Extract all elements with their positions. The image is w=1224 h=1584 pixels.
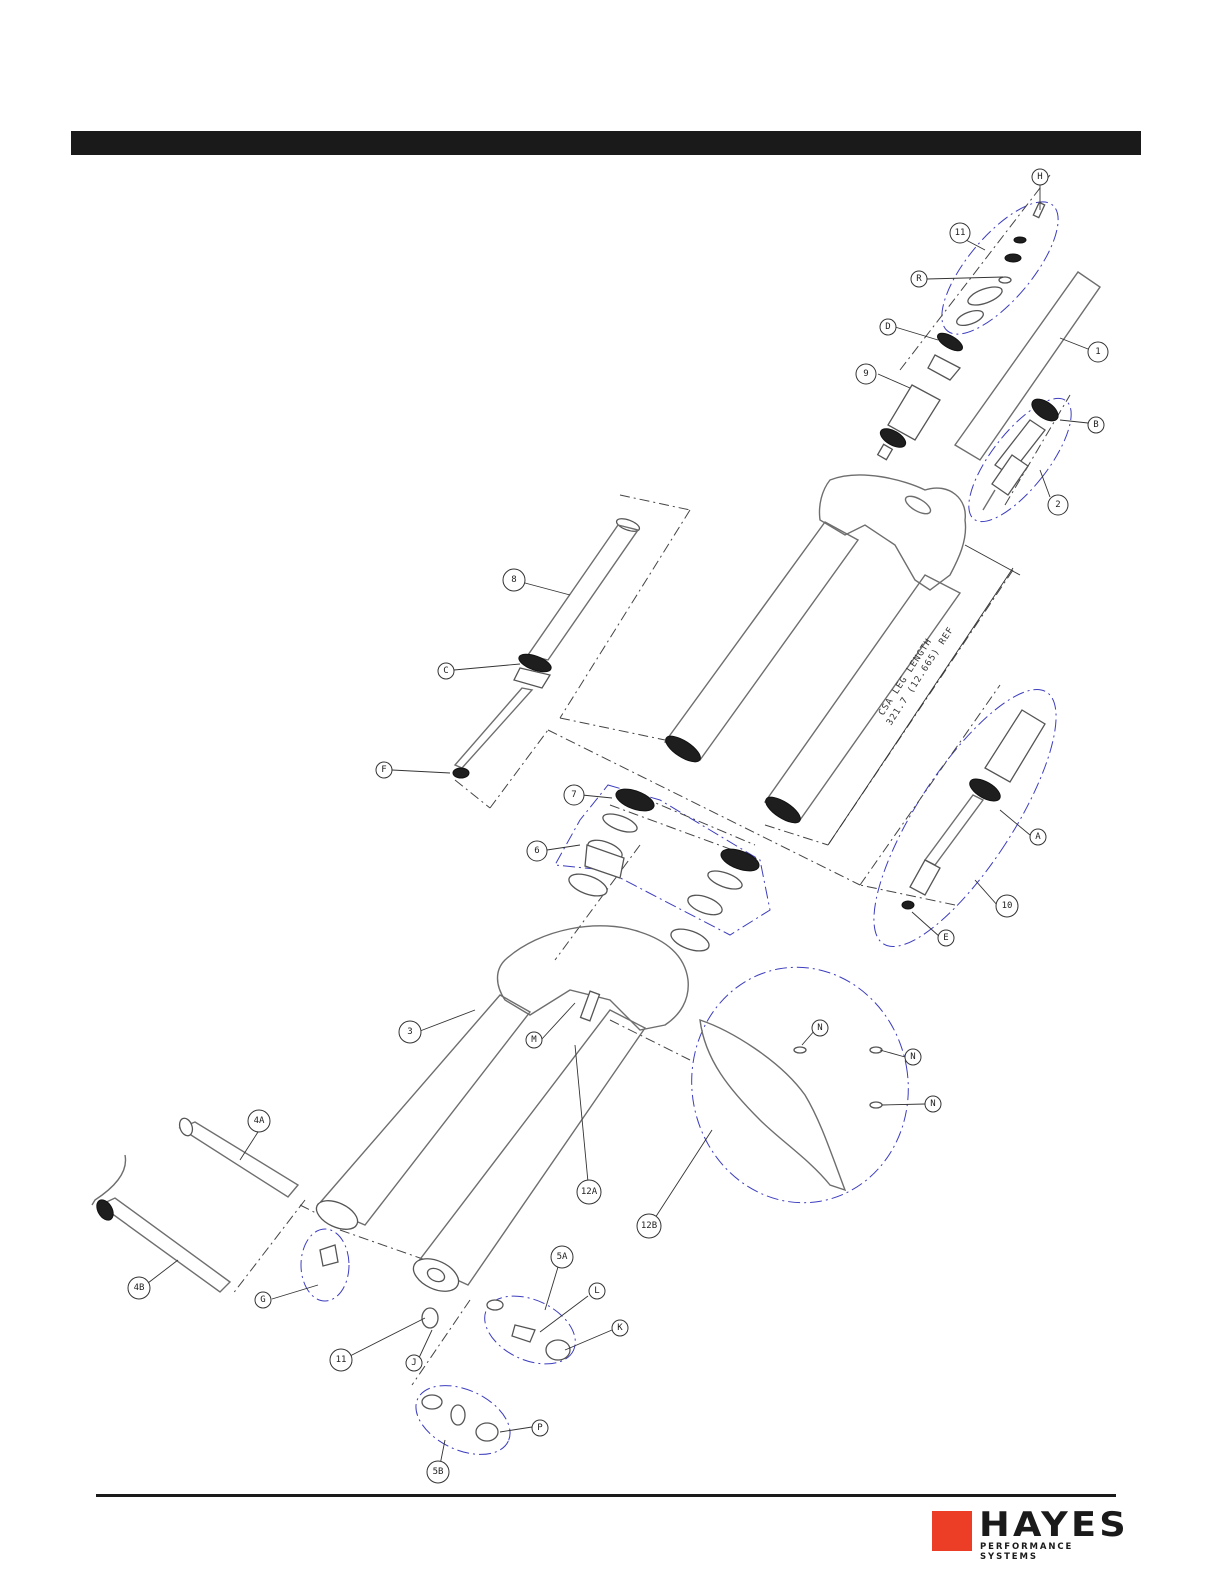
svg-text:E: E [943, 933, 948, 943]
svg-text:2: 2 [1055, 500, 1060, 510]
svg-text:12B: 12B [641, 1221, 657, 1231]
air-spring-assembly [983, 395, 1062, 510]
svg-text:D: D [885, 322, 890, 332]
svg-text:7: 7 [571, 790, 576, 800]
top-cap-assembly [955, 202, 1045, 328]
arch-guard-assembly [581, 991, 882, 1190]
hayes-logo: HAYES PERFORMANCE SYSTEMS [932, 1511, 1122, 1561]
callout-g: G [255, 1292, 271, 1308]
callout-5b: 5B [427, 1461, 449, 1483]
lower-legs [312, 926, 688, 1298]
callout-12b: 12B [637, 1214, 661, 1238]
damper-cartridge [877, 330, 965, 460]
svg-text:6: 6 [534, 846, 539, 856]
svg-text:P: P [537, 1423, 543, 1433]
svg-text:9: 9 [863, 369, 868, 379]
svg-text:1: 1 [1095, 347, 1100, 357]
callout-m: M [526, 1032, 542, 1048]
air-shaft-assembly [902, 710, 1045, 909]
svg-text:3: 3 [407, 1027, 412, 1037]
callout-4b: 4B [128, 1277, 150, 1299]
callout-r: R [911, 271, 927, 287]
callout-5a: 5A [551, 1246, 573, 1268]
callout-d: D [880, 319, 896, 335]
callout-l: L [589, 1283, 605, 1299]
callout-c: C [438, 663, 454, 679]
upper-tubes-crown [662, 272, 1100, 845]
svg-text:12A: 12A [581, 1187, 598, 1197]
callout-2: 2 [1048, 495, 1068, 515]
callout-f: F [376, 762, 392, 778]
callout-e: E [938, 930, 954, 946]
callout-p: P [532, 1420, 548, 1436]
svg-text:H: H [1037, 172, 1042, 182]
callout-12a: 12A [577, 1180, 601, 1204]
callout-3: 3 [399, 1021, 421, 1043]
svg-text:4A: 4A [254, 1116, 265, 1126]
svg-text:C: C [443, 666, 448, 676]
callout-n-1: N [812, 1020, 828, 1036]
callout-8: 8 [503, 569, 525, 591]
callout-n-2: N [905, 1049, 921, 1065]
callout-k: K [612, 1320, 628, 1336]
svg-text:R: R [916, 274, 922, 284]
svg-text:M: M [531, 1035, 537, 1045]
callout-h: H [1032, 169, 1048, 185]
svg-text:F: F [381, 765, 386, 775]
damper-shaft [453, 516, 641, 778]
svg-text:N: N [910, 1052, 915, 1062]
svg-text:10: 10 [1002, 901, 1013, 911]
callout-7: 7 [564, 785, 584, 805]
svg-text:A: A [1035, 832, 1041, 842]
logo-subtitle: PERFORMANCE SYSTEMS [980, 1542, 1122, 1562]
svg-text:5A: 5A [557, 1252, 568, 1262]
callout-a: A [1030, 829, 1046, 845]
callout-11-bottom: 11 [330, 1349, 352, 1371]
svg-text:11: 11 [336, 1355, 347, 1365]
callout-6: 6 [527, 841, 547, 861]
svg-text:N: N [930, 1099, 935, 1109]
axles [92, 1116, 298, 1292]
svg-text:L: L [594, 1286, 599, 1296]
callout-4a: 4A [248, 1110, 270, 1132]
callout-j: J [406, 1355, 422, 1371]
svg-text:4B: 4B [134, 1283, 145, 1293]
callout-b: B [1088, 417, 1104, 433]
callout-n-3: N [925, 1096, 941, 1112]
svg-text:8: 8 [511, 575, 516, 585]
svg-text:B: B [1093, 420, 1098, 430]
callout-9: 9 [856, 364, 876, 384]
svg-text:N: N [817, 1023, 822, 1033]
svg-text:5B: 5B [433, 1467, 444, 1477]
svg-text:11: 11 [955, 228, 966, 238]
bumpers [566, 785, 762, 956]
svg-text:J: J [411, 1358, 416, 1368]
svg-text:G: G [260, 1295, 265, 1305]
logo-wordmark: HAYES [979, 1505, 1129, 1545]
callout-10: 10 [996, 895, 1018, 917]
assembly-lines [232, 175, 1070, 1385]
logo-mark-icon [932, 1511, 972, 1551]
callout-1: 1 [1088, 342, 1108, 362]
svg-text:K: K [617, 1323, 623, 1333]
footer-rule [96, 1494, 1116, 1497]
callout-11-top: 11 [950, 223, 970, 243]
csa-note-line2: 321.7 (12.665) REF [885, 625, 956, 727]
